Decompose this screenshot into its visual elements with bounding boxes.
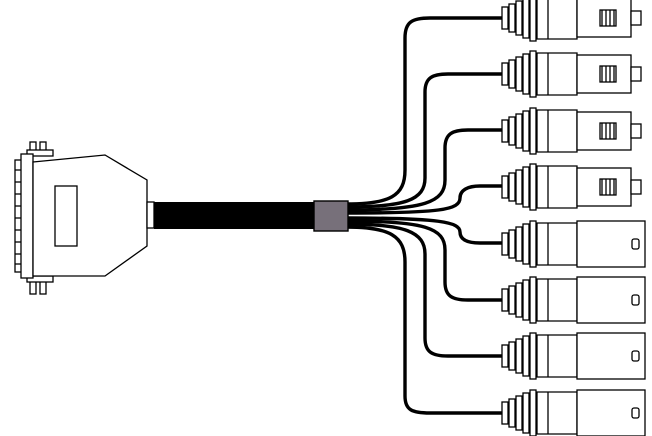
xlr-body	[536, 109, 578, 153]
latch-slot	[631, 238, 640, 250]
xlr-body	[536, 52, 578, 96]
xlr-body	[536, 0, 578, 40]
xlr-body	[536, 165, 578, 209]
xlr-female-shell	[576, 0, 632, 38]
xlr-female-connector-icon	[501, 107, 642, 155]
contact-slots	[599, 9, 617, 27]
latch-slot	[631, 407, 640, 419]
contact-slots	[599, 65, 617, 83]
xlr-body	[536, 334, 578, 378]
strain-relief	[501, 276, 537, 324]
strain-relief	[501, 332, 537, 380]
xlr-body	[536, 391, 578, 435]
strain-relief	[501, 220, 537, 268]
xlr-female-connector-icon	[501, 50, 642, 98]
latch-slot	[631, 294, 640, 306]
xlr-female-connector-icon	[501, 163, 642, 211]
xlr-male-connector-icon	[501, 389, 646, 436]
xlr-body	[536, 222, 578, 266]
xlr-female-shell	[576, 54, 632, 94]
strain-relief	[501, 50, 537, 98]
contact-slots	[599, 178, 617, 196]
xlr-female-shell	[576, 167, 632, 207]
xlr-male-connector-icon	[501, 276, 646, 324]
xlr-female-connector-icon	[501, 0, 642, 42]
split-sleeve	[313, 200, 349, 232]
strain-relief	[501, 0, 537, 42]
breakout-cables	[344, 16, 504, 415]
db25-connector-icon	[14, 141, 155, 295]
strain-relief	[501, 163, 537, 211]
xlr-male-connector-icon	[501, 332, 646, 380]
xlr-female-shell	[576, 111, 632, 151]
latch-slot	[631, 350, 640, 362]
xlr-connectors	[501, 0, 646, 436]
contact-slots	[599, 122, 617, 140]
strain-relief	[501, 389, 537, 436]
main-cable	[154, 202, 314, 229]
xlr-body	[536, 278, 578, 322]
strain-relief	[501, 107, 537, 155]
xlr-male-connector-icon	[501, 220, 646, 268]
